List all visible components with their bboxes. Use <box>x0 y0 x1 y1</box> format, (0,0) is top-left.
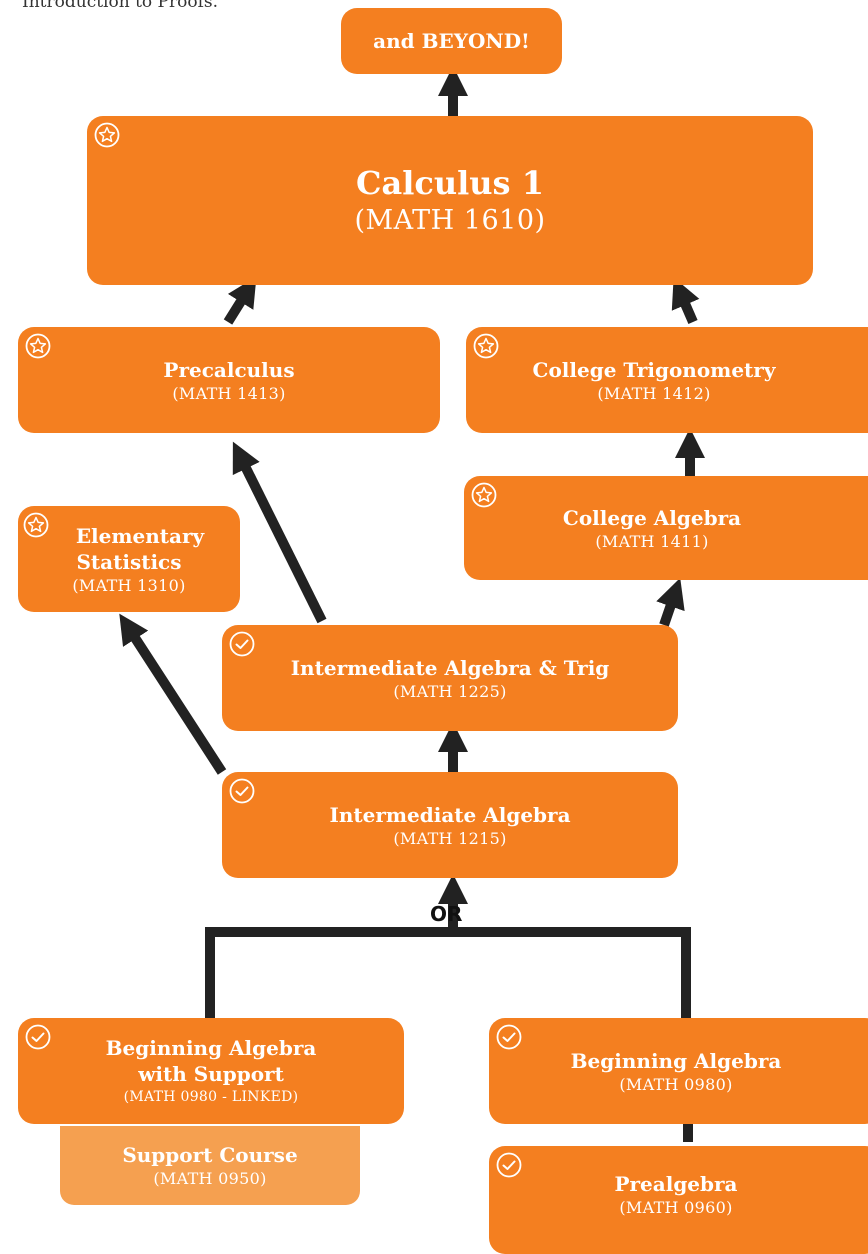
node-beginning-algebra-code: (MATH 0980) <box>619 1074 733 1094</box>
node-prealgebra-title: Prealgebra <box>614 1171 738 1196</box>
node-precalculus-code: (MATH 1413) <box>172 383 286 403</box>
node-beginning-algebra-with-support-code: (MATH 0980 - LINKED) <box>123 1088 299 1105</box>
node-elementary-statistics-title-line2: Statistics <box>76 549 182 574</box>
node-elementary-statistics-code: (MATH 1310) <box>72 575 186 595</box>
node-prealgebra-code: (MATH 0960) <box>619 1197 733 1217</box>
node-intermediate-algebra-trig-code: (MATH 1225) <box>393 681 507 701</box>
node-intermediate-algebra-trig-title: Intermediate Algebra & Trig <box>290 655 610 680</box>
check-icon <box>496 1024 522 1050</box>
node-intermediate-algebra-trig: Intermediate Algebra & Trig (MATH 1225) <box>222 625 678 731</box>
node-precalculus-title: Precalculus <box>163 357 295 382</box>
node-beginning-algebra-with-support-title-line2: with Support <box>138 1061 284 1086</box>
bracket-connector <box>205 927 691 1018</box>
node-and-beyond: and BEYOND! <box>341 8 562 74</box>
star-icon <box>471 482 497 508</box>
node-beginning-algebra-title: Beginning Algebra <box>570 1048 782 1073</box>
node-support-course-title: Support Course <box>122 1143 298 1167</box>
arrow-precalc-to-calc1 <box>223 276 257 325</box>
node-beginning-algebra: Beginning Algebra (MATH 0980) <box>489 1018 868 1124</box>
check-icon <box>496 1152 522 1178</box>
node-elementary-statistics: Elementary Statistics (MATH 1310) <box>18 506 240 612</box>
node-and-beyond-title: and BEYOND! <box>373 29 530 53</box>
star-icon <box>25 333 51 359</box>
check-icon <box>25 1024 51 1050</box>
node-college-algebra-title: College Algebra <box>562 505 742 530</box>
node-calculus-1-code: (MATH 1610) <box>354 204 546 236</box>
node-beginning-algebra-with-support-title-line1: Beginning Algebra <box>105 1035 317 1060</box>
node-intermediate-algebra-title: Intermediate Algebra <box>329 802 571 827</box>
top-note: Introduction to Proofs. <box>22 0 218 12</box>
node-beginning-algebra-with-support: Beginning Algebra with Support (MATH 098… <box>18 1018 404 1124</box>
star-icon <box>23 512 49 538</box>
node-elementary-statistics-title-line1: Elementary <box>75 523 205 548</box>
star-icon <box>94 122 120 148</box>
node-college-trigonometry-title: College Trigonometry <box>532 357 776 382</box>
node-precalculus: Precalculus (MATH 1413) <box>18 327 440 433</box>
node-intermediate-algebra-code: (MATH 1215) <box>393 828 507 848</box>
node-calculus-1-title: Calculus 1 <box>356 163 544 202</box>
arrow-ialgtrig-to-calg <box>656 577 685 627</box>
or-label: OR <box>430 902 463 926</box>
node-support-course-code: (MATH 0950) <box>153 1169 267 1188</box>
node-support-course: Support Course (MATH 0950) <box>60 1126 360 1205</box>
star-icon <box>473 333 499 359</box>
arrow-ialgtrig-to-precalc <box>232 441 327 624</box>
node-college-algebra: College Algebra (MATH 1411) <box>464 476 868 580</box>
arrow-ialg-to-stats <box>119 613 227 775</box>
check-icon <box>229 631 255 657</box>
node-prealgebra: Prealgebra (MATH 0960) <box>489 1146 868 1254</box>
check-icon <box>229 778 255 804</box>
node-calculus-1: Calculus 1 (MATH 1610) <box>87 116 813 285</box>
node-intermediate-algebra: Intermediate Algebra (MATH 1215) <box>222 772 678 878</box>
node-college-algebra-code: (MATH 1411) <box>595 531 709 551</box>
node-college-trigonometry-code: (MATH 1412) <box>597 383 711 403</box>
arrow-trig-to-calc1 <box>671 277 700 324</box>
node-college-trigonometry: College Trigonometry (MATH 1412) <box>466 327 868 433</box>
